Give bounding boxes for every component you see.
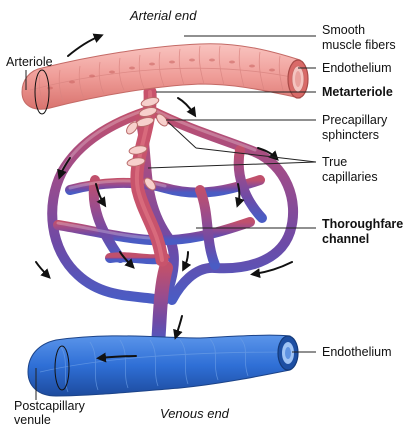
label-smooth-muscle-line1: Smooth bbox=[322, 23, 365, 37]
label-thoroughfare-line2: channel bbox=[322, 232, 369, 246]
label-endothelium-bottom: Endothelium bbox=[322, 345, 392, 359]
label-postcapillary-line1: Postcapillary bbox=[14, 399, 86, 413]
label-arteriole: Arteriole bbox=[6, 55, 53, 69]
label-true-capillaries-line2: capillaries bbox=[322, 170, 378, 184]
label-thoroughfare-line1: Thoroughfare bbox=[322, 217, 403, 231]
arteriole-vessel bbox=[22, 44, 308, 114]
label-arterial-end: Arterial end bbox=[129, 8, 197, 23]
label-precapillary-line2: sphincters bbox=[322, 128, 379, 142]
label-smooth-muscle-line2: muscle fibers bbox=[322, 38, 396, 52]
label-venous-end: Venous end bbox=[160, 406, 230, 421]
label-postcapillary-line2: venule bbox=[14, 413, 51, 425]
label-true-capillaries-line1: True bbox=[322, 155, 347, 169]
label-metarteriole: Metarteriole bbox=[322, 85, 393, 99]
label-endothelium-top: Endothelium bbox=[322, 61, 392, 75]
capillary-network bbox=[52, 108, 293, 345]
label-precapillary-line1: Precapillary bbox=[322, 113, 388, 127]
venule-vessel bbox=[28, 335, 298, 396]
